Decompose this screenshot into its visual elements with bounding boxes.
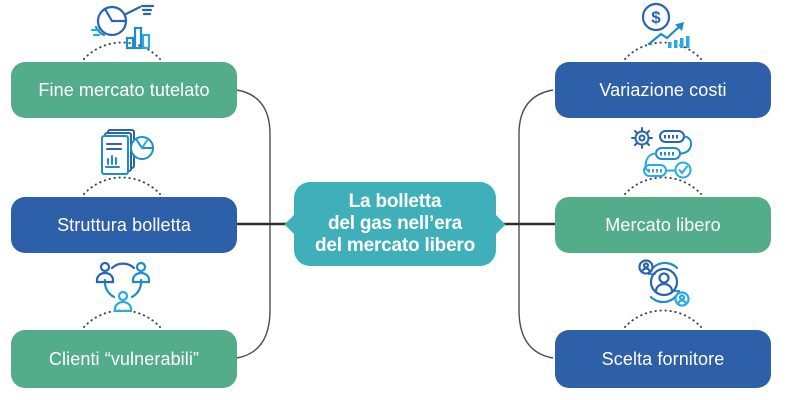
node-clienti-vulnerabili: Clienti “vulnerabili” — [11, 330, 237, 388]
node-mercato-libero: Mercato libero — [555, 197, 771, 253]
dotted-arc — [624, 176, 702, 195]
dotted-arc — [83, 176, 161, 195]
people-network-icon — [93, 260, 153, 317]
dotted-arc — [624, 41, 702, 60]
node-fine-mercato-tutelato: Fine mercato tutelato — [11, 62, 237, 118]
people-switch-icon — [636, 257, 692, 314]
node-scelta-fornitore: Scelta fornitore — [555, 330, 771, 388]
node-label: Mercato libero — [605, 214, 721, 235]
right-brace-curve — [518, 89, 554, 359]
dotted-arc — [83, 41, 161, 60]
dollar-growth-icon: $ — [637, 2, 697, 55]
process-flow-icon — [630, 126, 696, 185]
dotted-arc — [83, 309, 161, 328]
center-node-label: La bolletta del gas nell’era del mercato… — [314, 191, 476, 256]
node-variazione-costi: Variazione costi — [555, 62, 771, 118]
node-label: Clienti “vulnerabili” — [48, 348, 200, 369]
node-label: Fine mercato tutelato — [38, 79, 210, 100]
node-label: Variazione costi — [599, 79, 727, 100]
left-brace-curve — [236, 89, 271, 359]
dotted-arc — [624, 309, 702, 328]
node-label: Scelta fornitore — [601, 348, 725, 369]
svg-text:$: $ — [651, 8, 661, 27]
documents-chart-icon — [98, 128, 156, 183]
center-node-la-bolletta: La bolletta del gas nell’era del mercato… — [284, 182, 506, 266]
node-struttura-bolletta: Struttura bolletta — [11, 197, 237, 253]
node-label: Struttura bolletta — [57, 214, 191, 235]
pie-bar-chart-icon — [90, 2, 156, 55]
